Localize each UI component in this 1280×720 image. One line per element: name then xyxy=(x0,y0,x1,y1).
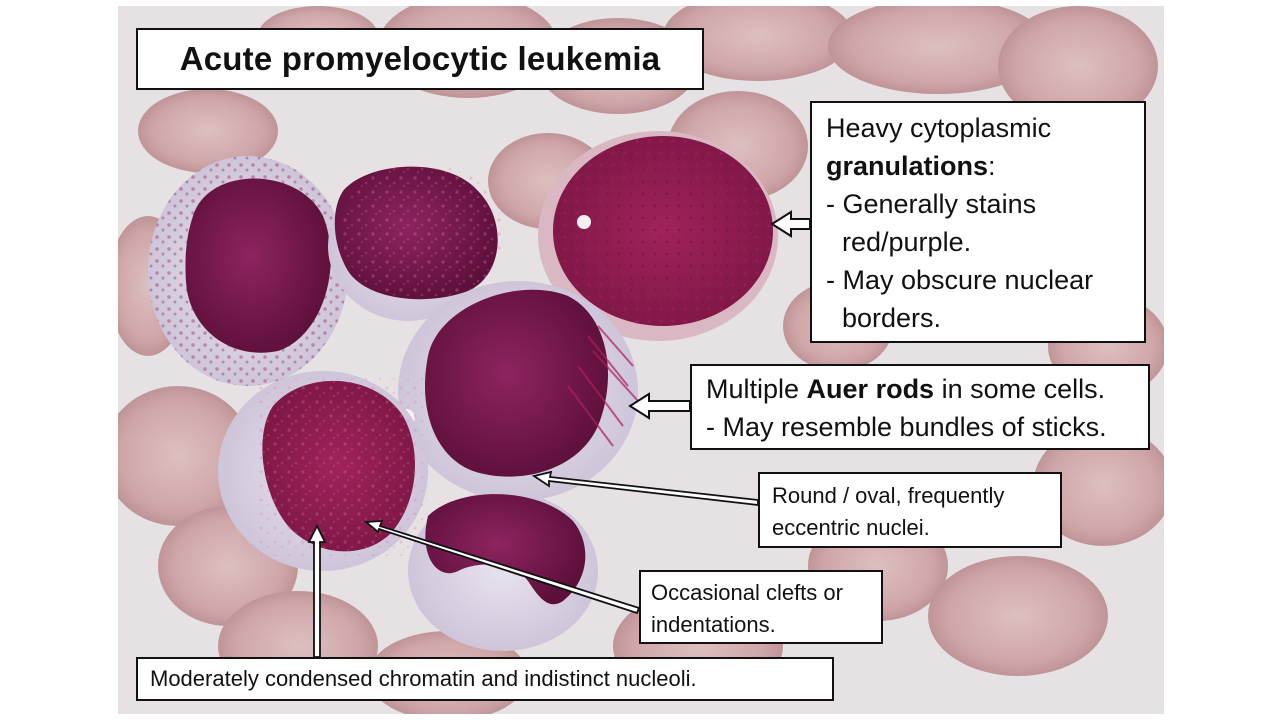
auer-suffix: in some cells. xyxy=(934,374,1106,404)
figure-title: Acute promyelocytic leukemia xyxy=(136,28,704,90)
auer-rods-annotation: Multiple Auer rods in some cells. - May … xyxy=(690,364,1150,450)
nuclei-annotation: Round / oval, frequently eccentric nucle… xyxy=(758,472,1062,548)
nuclei-line1: Round / oval, frequently xyxy=(772,483,1005,508)
granulations-point2b: borders. xyxy=(842,303,942,333)
clefts-line2: indentations. xyxy=(651,612,776,637)
clefts-annotation: Occasional clefts or indentations. xyxy=(639,570,883,644)
granulations-bold: granulations xyxy=(826,151,989,181)
auer-bold: Auer rods xyxy=(806,374,935,404)
granulations-point2a: - May obscure nuclear xyxy=(826,265,1094,295)
granulations-point1b: red/purple. xyxy=(842,227,972,257)
clefts-line1: Occasional clefts or xyxy=(651,580,843,605)
granulations-point1a: - Generally stains xyxy=(826,189,1037,219)
nuclei-line2: eccentric nuclei. xyxy=(772,515,930,540)
granulations-annotation: Heavy cytoplasmic granulations: - Genera… xyxy=(810,101,1146,343)
granulations-line1: Heavy cytoplasmic xyxy=(826,113,1052,143)
chromatin-annotation: Moderately condensed chromatin and indis… xyxy=(136,657,834,701)
auer-line2: - May resemble bundles of sticks. xyxy=(706,412,1107,442)
chromatin-text: Moderately condensed chromatin and indis… xyxy=(150,666,697,691)
granulations-colon: : xyxy=(988,151,996,181)
auer-prefix: Multiple xyxy=(706,374,807,404)
title-text: Acute promyelocytic leukemia xyxy=(179,40,661,77)
promyelocytes xyxy=(148,131,778,651)
micrograph-figure: Acute promyelocytic leukemia Heavy cytop… xyxy=(118,6,1164,714)
